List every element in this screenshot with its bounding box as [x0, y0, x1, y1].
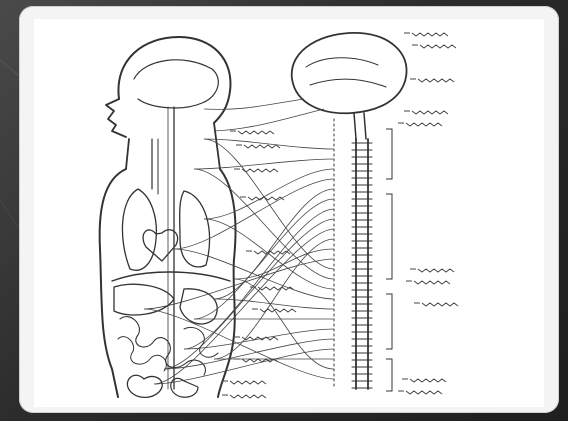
nervous-system-illustration-icon: [34, 19, 544, 407]
anatomy-figure: [34, 19, 544, 407]
